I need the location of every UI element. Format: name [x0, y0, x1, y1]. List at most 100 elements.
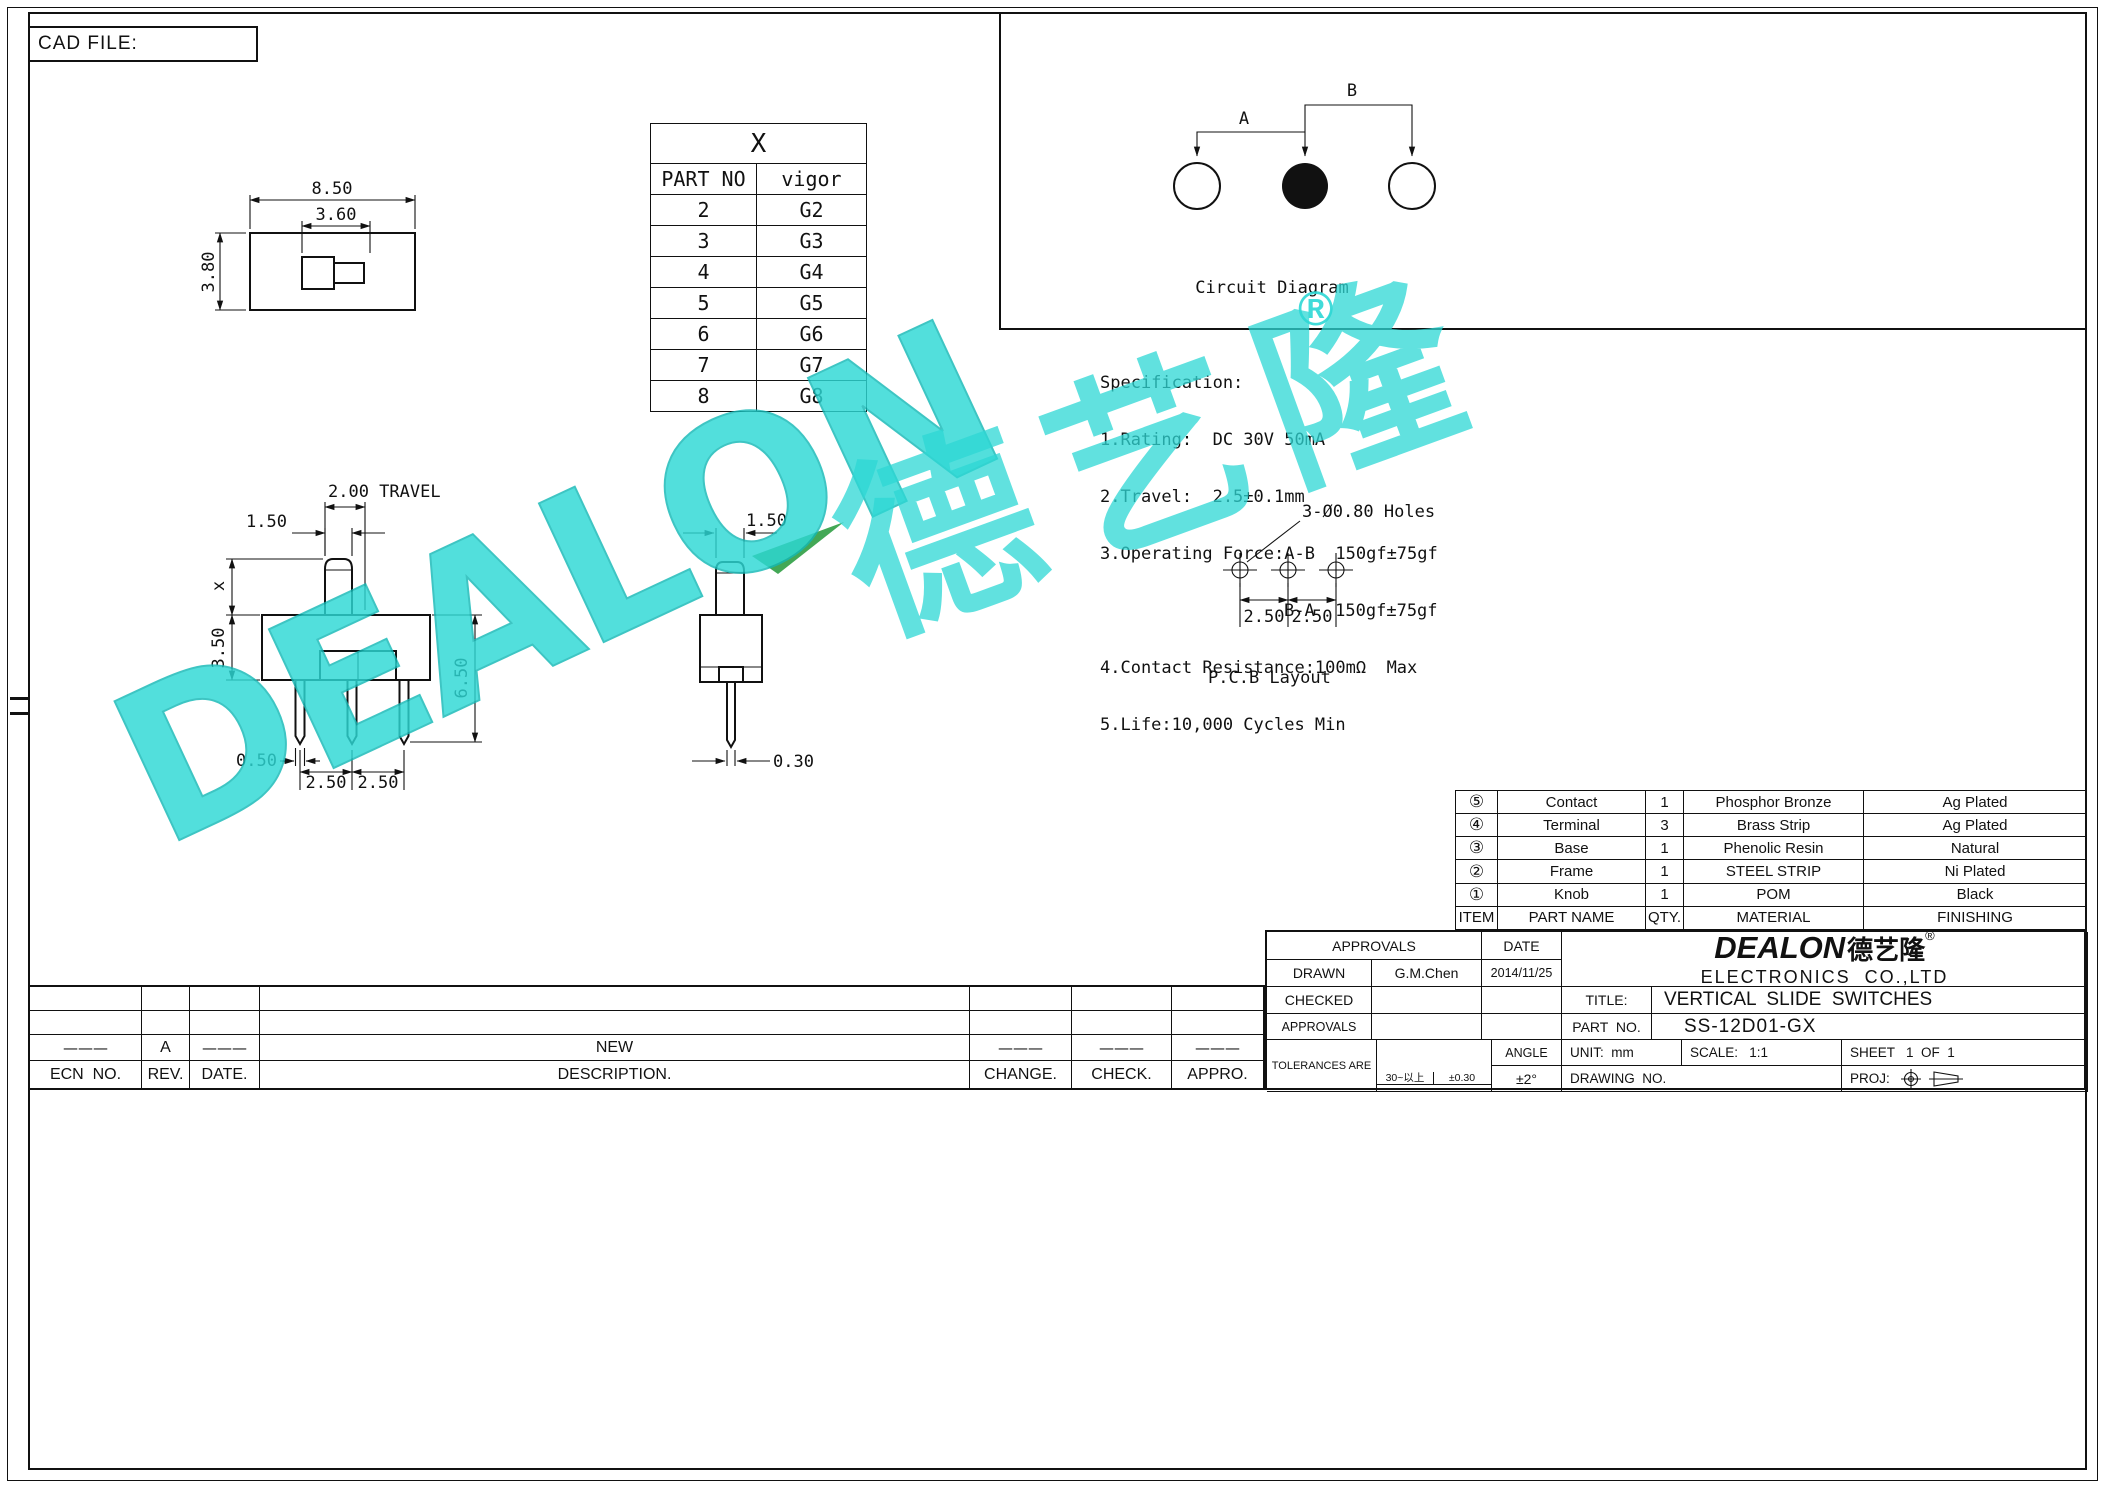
part-table-col-vigor: vigor [756, 163, 867, 195]
spec-line: 4.Contact Resistance:100mΩ Max [1100, 658, 1418, 678]
registered-trademark-icon: ® [1925, 932, 1935, 943]
bom-material: Phosphor Bronze [1683, 789, 1864, 815]
spec-line: 5.Life:10,000 Cycles Min [1100, 715, 1346, 735]
bom-part-name: Knob [1497, 882, 1646, 907]
sheet-label: SHEET 1 OF 1 [1842, 1040, 2088, 1066]
spec-line: 3.Operating Force:A-B 150gf±75gf [1100, 544, 1438, 564]
circuit-box-divider-v [999, 12, 1001, 330]
bom-col-material: MATERIAL [1683, 905, 1864, 931]
circuit-box-divider-h [999, 328, 2087, 330]
spec-line: B-A 150gf±75gf [1284, 601, 1438, 621]
bom-qty: 1 [1645, 882, 1684, 907]
part-table-col-partno: PART NO [650, 163, 757, 195]
pcb-layout-caption: P.C.B Layout [1208, 668, 1331, 688]
bom-header-row: ITEM PART NAME QTY. MATERIAL FINISHING [1455, 905, 2087, 931]
bom-qty: 1 [1645, 859, 1684, 884]
circuit-diagram: A B Circuit Diagram [1173, 81, 1436, 298]
dim-overall-height: 3.80 [199, 252, 219, 293]
company-logo-cell: DEALON 德艺隆 ® ELECTRONICS CO.,LTD [1562, 932, 2088, 987]
pcb-layout-drawing: 3-Ø0.80 Holes 2.50 2.50 P.C.B Layout [1208, 502, 1435, 688]
bom-part-name: Frame [1497, 859, 1646, 884]
date-header: DATE [1482, 932, 1562, 960]
dim-body-height: 3.50 [209, 628, 229, 669]
rev-col-ecn: ECN NO. [30, 1061, 142, 1088]
spec-title: Specification: [1100, 373, 1244, 393]
rev-col-description: DESCRIPTION. [260, 1061, 970, 1088]
sheet-main-border [28, 12, 2087, 1470]
approvals-label: APPROVALS [1267, 1014, 1372, 1040]
vigor-cell: G7 [756, 349, 867, 381]
rev-empty-cell [1072, 1011, 1172, 1035]
bom-item: ① [1455, 882, 1498, 907]
circuit-diagram-caption: Circuit Diagram [1195, 278, 1349, 298]
rev-col-date: DATE. [190, 1061, 260, 1088]
dash-mark: ——— [202, 1038, 247, 1057]
bom-finishing: Ag Plated [1863, 789, 2087, 815]
bom-part-name: Terminal [1497, 813, 1646, 838]
dash-mark: ——— [1195, 1038, 1240, 1057]
title-label: TITLE: [1562, 987, 1652, 1014]
dim-pin-thickness: 0.30 [773, 752, 814, 772]
rev-letter-value: A [142, 1035, 190, 1061]
rev-empty-cell [970, 1011, 1072, 1035]
dim-overall-width: 8.50 [312, 179, 353, 199]
tolerance-row: 30~以上 ±0.30 [1377, 1072, 1491, 1085]
tolerances-label: TOLERANCES ARE [1267, 1040, 1377, 1092]
rev-empty-cell [190, 1011, 260, 1035]
revision-table: ——— A ——— NEW ——— ——— ——— ECN NO. REV. D… [28, 985, 1265, 1090]
bom-qty: 1 [1645, 789, 1684, 815]
dim-pitch-left: 2.50 [306, 773, 347, 793]
circuit-terminals [1173, 162, 1436, 210]
drawing-title: VERTICAL SLIDE SWITCHES [1652, 987, 2088, 1014]
part-no-cell: 3 [650, 225, 757, 257]
rev-empty-cell [30, 1011, 142, 1035]
cad-file-label: CAD FILE: [38, 33, 138, 54]
part-no-cell: 2 [650, 194, 757, 226]
rev-empty-cell [1172, 1011, 1263, 1035]
rev-empty-cell [260, 1011, 970, 1035]
rev-col-check: CHECK. [1072, 1061, 1172, 1088]
dim-pin-width: 0.50 [236, 751, 277, 771]
dim-total-height: 6.50 [452, 658, 472, 699]
common-terminal-filled [1282, 163, 1328, 209]
table-row: ④ Terminal 3 Brass Strip Ag Plated [1455, 813, 2087, 838]
bom-material: Brass Strip [1683, 813, 1864, 838]
rev-col-change: CHANGE. [970, 1061, 1072, 1088]
table-row: ② Frame 1 STEEL STRIP Ni Plated [1455, 859, 2087, 884]
bom-item: ⑤ [1455, 789, 1498, 815]
part-no-cell: 5 [650, 287, 757, 319]
bom-col-qty: QTY. [1645, 905, 1684, 931]
bom-qty: 3 [1645, 813, 1684, 838]
logo-dealon-text: DEALON [1714, 932, 1846, 965]
front-view-drawing: 1.50 0.30 [683, 511, 814, 772]
registration-mark [10, 712, 28, 715]
bom-material: STEEL STRIP [1683, 859, 1864, 884]
top-view-drawing: 8.50 3.60 3.80 [199, 179, 416, 311]
part-no-value: SS-12D01-GX [1652, 1014, 2088, 1040]
bom-finishing: Natural [1863, 836, 2087, 861]
bom-finishing: Ni Plated [1863, 859, 2087, 884]
side-view-outline [261, 558, 431, 747]
vigor-cell: G6 [756, 318, 867, 350]
tolerance-value: ±0.30 [1448, 1072, 1476, 1084]
part-no-cell: 7 [650, 349, 757, 381]
rev-empty-cell [142, 1011, 190, 1035]
rev-description-value: NEW [260, 1035, 970, 1061]
tolerance-range: 30~以上 [1377, 1072, 1434, 1084]
vigor-cell: G8 [756, 380, 867, 412]
part-no-cell: 6 [650, 318, 757, 350]
front-view-dimensions: 1.50 0.30 [683, 511, 814, 772]
pcb-holes [1223, 553, 1353, 587]
table-row: ⑤ Contact 1 Phosphor Bronze Ag Plated [1455, 789, 2087, 815]
bom-finishing: Ag Plated [1863, 813, 2087, 838]
dim-knob-height: x [209, 581, 229, 591]
drawn-date: 2014/11/25 [1482, 960, 1562, 987]
tolerances-table: 30~以上±0.30 10~30±0.20 5~10±0.15 ~ 5±0.10 [1377, 1040, 1492, 1092]
bom-part-name: Contact [1497, 789, 1646, 815]
